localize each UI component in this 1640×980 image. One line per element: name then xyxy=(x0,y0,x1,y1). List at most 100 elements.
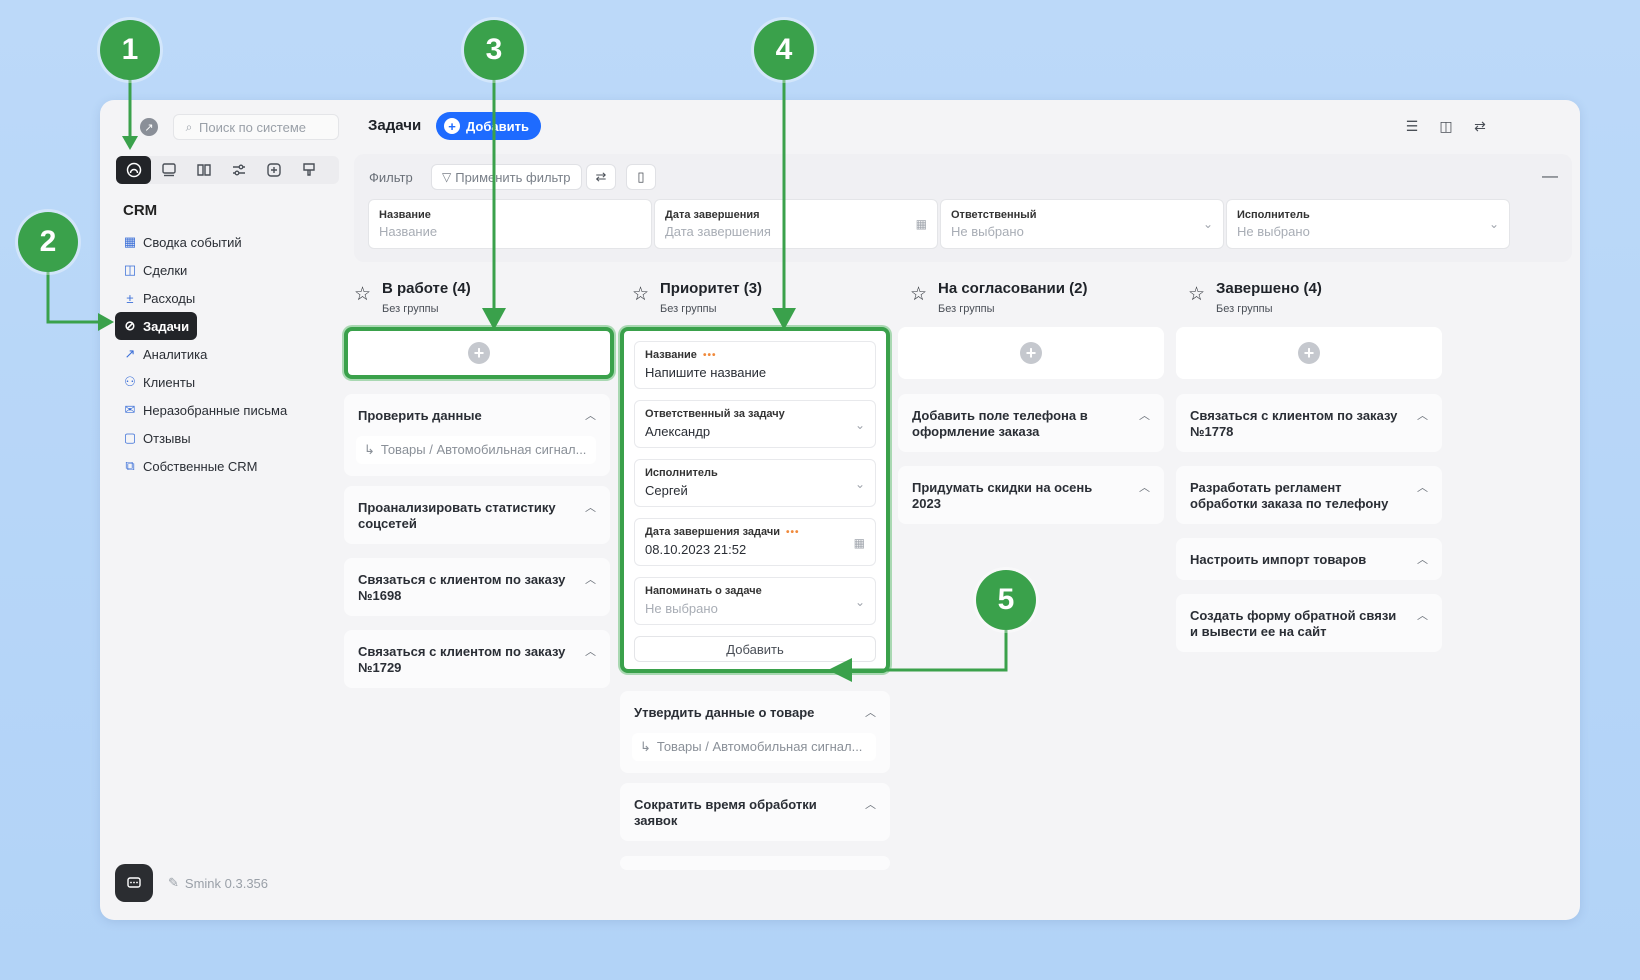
chevron-up-icon[interactable]: ︿ xyxy=(585,646,596,658)
clipboard-button[interactable]: ▯ xyxy=(626,164,656,190)
brush-icon[interactable] xyxy=(291,156,326,184)
section-title: CRM xyxy=(123,202,158,219)
sidebar-item-label: Расходы xyxy=(143,290,196,306)
executor-select[interactable]: Исполнитель Сергей ⌄ xyxy=(634,459,876,507)
chevron-up-icon[interactable]: ︿ xyxy=(1417,482,1428,494)
page-title: Задачи xyxy=(368,117,422,134)
add-card-button[interactable]: + xyxy=(1176,327,1442,379)
field-label: Название xyxy=(645,349,697,361)
task-name-input[interactable]: Название••• Напишите название xyxy=(634,341,876,389)
sidebar: ↗ ⌕ Поиск по системе CRM xyxy=(100,100,345,920)
sidebar-item-label: Сводка событий xyxy=(143,234,242,250)
chevron-up-icon[interactable]: ︿ xyxy=(1417,554,1428,566)
chevron-up-icon[interactable]: ︿ xyxy=(1417,410,1428,422)
filter-label: Фильтр xyxy=(369,170,413,185)
grid-icon: ▦ xyxy=(123,234,137,249)
list-view-icon[interactable]: ☰ xyxy=(1405,117,1419,134)
filter-executor-field[interactable]: Исполнитель Не выбрано ⌄ xyxy=(1226,199,1510,249)
sidebar-item-expenses[interactable]: ± Расходы xyxy=(115,284,340,312)
sidebar-item-unsorted-mail[interactable]: ✉Неразобранные письма xyxy=(115,396,340,424)
chevron-down-icon: ⌄ xyxy=(854,418,865,432)
plus-circle-icon: + xyxy=(444,118,460,134)
plus-minus-icon: ± xyxy=(126,290,134,306)
filter-responsible-field[interactable]: Ответственный Не выбрано ⌄ xyxy=(940,199,1224,249)
task-card[interactable]: Создать форму обратной связи и вывести е… xyxy=(1176,594,1442,652)
book-icon[interactable] xyxy=(186,156,221,184)
star-icon[interactable]: ☆ xyxy=(1188,284,1206,305)
task-card[interactable]: Связаться с клиентом по заказу №1729 ︿ xyxy=(344,630,610,688)
field-value: Александр xyxy=(645,424,711,439)
form-add-button[interactable]: Добавить xyxy=(634,636,876,662)
task-link[interactable]: ↳Товары / Автомобильная сигнал... xyxy=(356,436,596,464)
sidebar-item-own-crm[interactable]: ⧉Собственные CRM xyxy=(115,452,340,480)
check-circle-icon: ⊘ xyxy=(124,318,136,333)
chat-button[interactable] xyxy=(115,864,153,902)
task-card[interactable]: Связаться с клиентом по заказу №1778 ︿ xyxy=(1176,394,1442,452)
add-button-label: Добавить xyxy=(466,118,529,134)
chevron-up-icon[interactable]: ︿ xyxy=(585,502,596,514)
sidebar-item-tasks[interactable]: ⊘Задачи xyxy=(115,312,197,340)
star-icon[interactable]: ☆ xyxy=(354,284,372,305)
task-card[interactable]: Проанализировать статистику соцсетей ︿ xyxy=(344,486,610,544)
task-card[interactable]: Добавить поле телефона в оформление зака… xyxy=(898,394,1164,452)
filter-name-field[interactable]: Название Название xyxy=(368,199,652,249)
split-view-icon[interactable]: ◫ xyxy=(1439,117,1453,134)
chevron-up-icon[interactable]: ︿ xyxy=(585,574,596,586)
filter-settings-button[interactable]: ⇄ xyxy=(586,164,616,190)
column-subtitle: Без группы xyxy=(660,303,717,315)
sidebar-item-events[interactable]: ▦ Сводка событий xyxy=(115,228,340,256)
chevron-up-icon[interactable]: ︿ xyxy=(865,799,876,811)
sidebar-item-label: Сделки xyxy=(143,262,188,278)
annotation-marker-5: 5 xyxy=(976,570,1036,630)
task-title: Создать форму обратной связи и вывести е… xyxy=(1190,608,1397,639)
settings-sliders-icon[interactable]: ⇄ xyxy=(1474,117,1486,134)
plus-circle-icon: + xyxy=(1020,342,1042,364)
calendar-icon: ▦ xyxy=(915,217,927,231)
add-task-button[interactable]: + Добавить xyxy=(436,112,541,140)
filter-due-date-field[interactable]: Дата завершения Дата завершения ▦ xyxy=(654,199,938,249)
chevron-up-icon[interactable]: ︿ xyxy=(1417,610,1428,622)
collapse-icon[interactable]: — xyxy=(1542,168,1558,185)
star-icon[interactable]: ☆ xyxy=(910,284,928,305)
task-card[interactable]: Сократить время обработки заявок ︿ xyxy=(620,783,890,841)
funnel-icon: ▽ xyxy=(442,170,452,184)
responsible-select[interactable]: Ответственный за задачу Александр ⌄ xyxy=(634,400,876,448)
chevron-up-icon[interactable]: ︿ xyxy=(585,410,596,422)
task-card[interactable]: Настроить импорт товаров ︿ xyxy=(1176,538,1442,580)
task-card[interactable]: Придумать скидки на осень 2023 ︿ xyxy=(898,466,1164,524)
chevron-up-icon[interactable]: ︿ xyxy=(1139,410,1150,422)
chat-icon: ▢ xyxy=(123,430,137,445)
reminder-select[interactable]: Напоминать о задаче Не выбрано ⌄ xyxy=(634,577,876,625)
sidebar-item-clients[interactable]: ⚇Клиенты xyxy=(115,368,340,396)
sidebar-item-deals[interactable]: ◫Сделки xyxy=(115,256,340,284)
sidebar-item-analytics[interactable]: ↗Аналитика xyxy=(115,340,340,368)
task-card[interactable]: Проверить данные ︿ ↳Товары / Автомобильн… xyxy=(344,394,610,476)
task-card[interactable]: Утвердить данные о товаре ︿ ↳Товары / Ав… xyxy=(620,691,890,773)
apply-filter-button[interactable]: ▽ Применить фильтр xyxy=(431,164,582,190)
gallery-icon[interactable] xyxy=(151,156,186,184)
task-card-partial[interactable] xyxy=(620,856,890,870)
system-search-input[interactable]: ⌕ Поиск по системе xyxy=(173,114,339,140)
task-card[interactable]: Разработать регламент обработки заказа п… xyxy=(1176,466,1442,524)
sidebar-item-label: Отзывы xyxy=(143,430,191,446)
dashboard-icon[interactable] xyxy=(116,156,151,184)
task-link-text: Товары / Автомобильная сигнал... xyxy=(656,739,863,754)
star-icon[interactable]: ☆ xyxy=(632,284,650,305)
app-window: ↗ ⌕ Поиск по системе CRM xyxy=(100,100,1580,920)
apply-filter-label: Применить фильтр xyxy=(455,169,571,185)
task-card[interactable]: Связаться с клиентом по заказу №1698 ︿ xyxy=(344,558,610,616)
sidebar-item-reviews[interactable]: ▢ Отзывы xyxy=(115,424,340,452)
task-link[interactable]: ↳Товары / Автомобильная сигнал... xyxy=(632,733,876,761)
chevron-up-icon[interactable]: ︿ xyxy=(1139,482,1150,494)
chevron-up-icon[interactable]: ︿ xyxy=(865,707,876,719)
copy-icon: ⧉ xyxy=(125,458,135,473)
annotation-marker-2: 2 xyxy=(18,212,78,272)
sidebar-nav: ▦ Сводка событий ◫Сделки ± Расходы ⊘Задачи… xyxy=(115,228,340,480)
external-link-icon[interactable]: ↗ xyxy=(140,118,158,136)
add-card-button[interactable]: + xyxy=(898,327,1164,379)
due-date-input[interactable]: Дата завершения задачи••• 08.10.2023 21:… xyxy=(634,518,876,566)
chevron-down-icon: ⌄ xyxy=(1202,217,1213,231)
plus-square-icon[interactable] xyxy=(256,156,291,184)
add-card-button[interactable]: + xyxy=(344,327,614,379)
sliders-icon[interactable] xyxy=(221,156,256,184)
